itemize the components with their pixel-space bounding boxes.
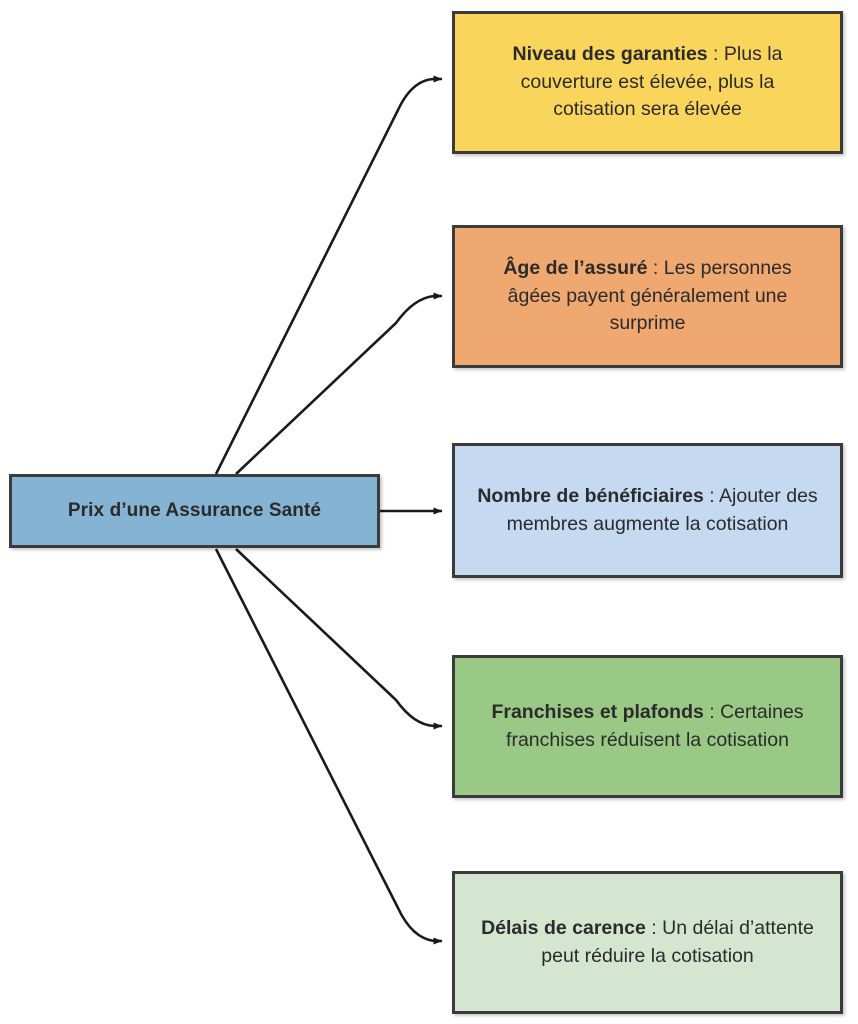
node-delais-de-carence[interactable]: Délais de carence : Un délai d’attente p… (452, 871, 843, 1014)
node-lead: Niveau des garanties (512, 42, 708, 65)
node-niveau-des-garanties[interactable]: Niveau des garanties : Plus la couvertur… (452, 11, 843, 154)
node-separator: : (703, 700, 721, 723)
node-franchises-et-plafonds[interactable]: Franchises et plafonds : Certaines franc… (452, 655, 843, 798)
edge-to-delais-de-carence (214, 548, 443, 945)
node-lead: Délais de carence (481, 916, 646, 939)
node-prix-assurance-sante[interactable]: Prix d’une Assurance Santé (9, 474, 380, 548)
node-lead: Franchises et plafonds (491, 700, 704, 723)
node-label: Nombre de bénéficiaires : Ajouter des me… (455, 483, 840, 538)
node-label: Âge de l’assuré : Les personnes âgées pa… (455, 255, 840, 338)
node-separator: : (645, 916, 663, 939)
node-separator: : (703, 484, 720, 507)
node-body: Plus la couverture est élevée, plus la c… (520, 42, 783, 121)
node-separator: : (707, 42, 724, 65)
node-body: Ajouter des membres augmente la cotisati… (506, 484, 818, 535)
node-lead: Âge de l’assuré (503, 256, 648, 279)
node-label: Niveau des garanties : Plus la couvertur… (455, 41, 840, 124)
node-label: Délais de carence : Un délai d’attente p… (455, 915, 840, 970)
edge-to-franchises-et-plafonds (235, 548, 443, 730)
node-lead: Nombre de bénéficiaires (477, 484, 704, 507)
node-nombre-de-beneficiaires[interactable]: Nombre de bénéficiaires : Ajouter des me… (452, 443, 843, 578)
node-label: Franchises et plafonds : Certaines franc… (455, 699, 840, 754)
node-age-de-l-assure[interactable]: Âge de l’assuré : Les personnes âgées pa… (452, 225, 843, 368)
node-separator: : (647, 256, 664, 279)
node-body: Les personnes âgées payent généralement … (507, 256, 792, 335)
node-body: Un délai d’attente peut réduire la cotis… (541, 916, 814, 967)
edge-to-age-de-l-assure (235, 292, 443, 475)
node-label: Prix d’une Assurance Santé (67, 499, 322, 521)
node-body: Certaines franchises réduisent la cotisa… (506, 700, 804, 751)
edge-to-niveau-des-garanties (214, 75, 443, 475)
